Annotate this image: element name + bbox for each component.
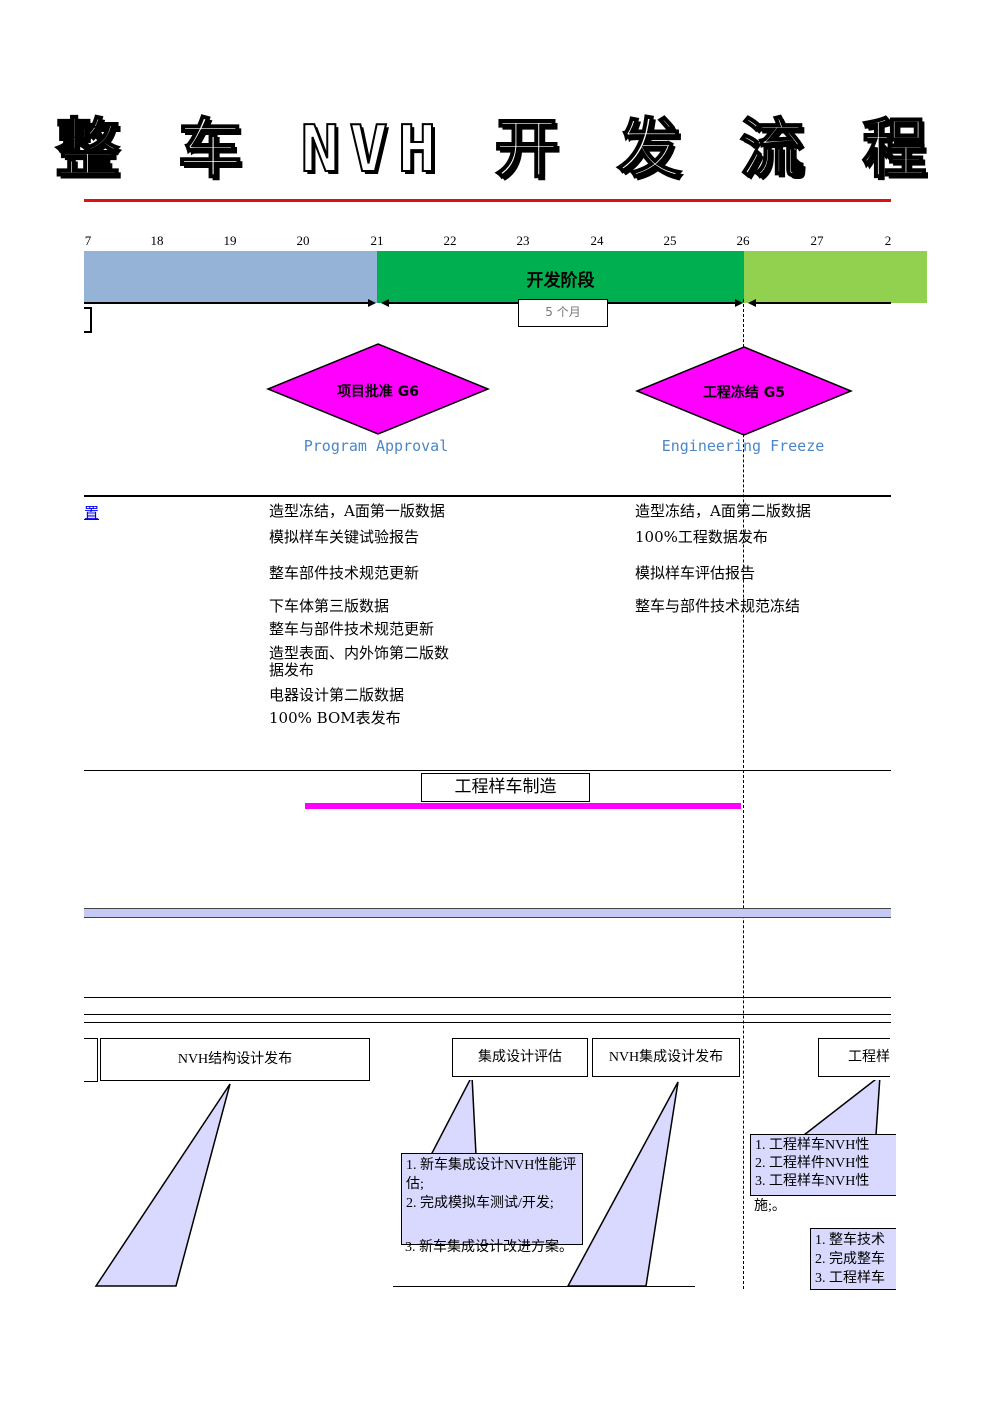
milestone-nvh-integration-release: NVH集成设计发布 (592, 1038, 740, 1077)
month-tick: 7 (84, 233, 92, 248)
callout-line: 3. 工程样车NVH性 (755, 1174, 870, 1189)
callout-prototype-eval: 1. 工程样车NVH性 2. 工程样件NVH性 3. 工程样车NVH性 (750, 1134, 896, 1196)
title-divider (84, 199, 891, 202)
gate-g6-diamond (266, 343, 490, 435)
gate-marker-line (743, 299, 744, 1289)
deliverable-link[interactable]: 置 (84, 504, 100, 522)
milestone-nvh-structure-release: NVH结构设计发布 (100, 1038, 370, 1081)
deliverable-item: 据发布 (269, 661, 315, 679)
callout-integration-eval: 1. 新车集成设计NVH性能评估; 2. 完成模拟车测试/开发; (401, 1153, 583, 1245)
duration-label: 5 个月 (518, 299, 608, 327)
callout-line: 1. 工程样车NVH性 (755, 1138, 870, 1153)
phase-bar-development (377, 251, 744, 303)
callout-overflow-text: 施;。 (754, 1199, 786, 1214)
phase-label: 开发阶段 (526, 271, 595, 291)
month-tick: 27 (810, 233, 824, 248)
month-tick: 2 (884, 233, 892, 248)
gate-g5-subtitle: Engineering Freeze (661, 437, 825, 455)
month-tick: 23 (516, 233, 530, 248)
month-tick: 19 (223, 233, 237, 248)
section-divider (84, 1014, 891, 1015)
milestone-box-cut (84, 1038, 98, 1082)
page-title: 整 车 NVH 开 发 流 程 (55, 112, 937, 188)
prototype-build-bar (305, 803, 741, 809)
bracket-marker (84, 307, 92, 333)
callout-line: 3. 工程样车 (815, 1271, 885, 1286)
deliverable-item: 造型冻结，A面第二版数据 (635, 502, 811, 520)
callout-pointers (94, 1080, 881, 1287)
section-divider (84, 997, 891, 998)
prototype-build-label: 工程样车制造 (421, 773, 590, 802)
phase-bar-previous (84, 251, 377, 303)
callout-baseline (393, 1286, 695, 1287)
gate-g5-diamond (635, 346, 853, 436)
callout-overflow-text: 3. 新车集成设计改进方案。 (405, 1240, 573, 1255)
gate-g5-label: 工程冻结 G5 (702, 385, 786, 401)
milestone-integration-eval: 集成设计评估 (452, 1038, 588, 1077)
milestone-prototype: 工程样 (818, 1038, 890, 1077)
deliverable-item: 模拟样车评估报告 (635, 564, 756, 582)
section-divider (84, 1022, 891, 1023)
callout-line: 2. 完成模拟车测试/开发; (406, 1196, 554, 1211)
month-tick: 18 (150, 233, 164, 248)
month-tick: 26 (736, 233, 750, 248)
callout-line: 1. 整车技术 (815, 1233, 885, 1248)
month-tick: 25 (663, 233, 677, 248)
phase-bar-next (744, 251, 927, 303)
phase-arrows (84, 299, 891, 307)
gate-g6-subtitle: Program Approval (303, 437, 449, 455)
deliverable-item: 整车部件技术规范更新 (269, 564, 420, 582)
month-tick: 21 (370, 233, 384, 248)
callout-line: 2. 工程样件NVH性 (755, 1156, 870, 1171)
month-tick: 24 (590, 233, 604, 248)
deliverable-item: 100% BOM表发布 (269, 709, 401, 727)
callout-vehicle-tech: 1. 整车技术 2. 完成整车 3. 工程样车 (810, 1228, 896, 1290)
deliverable-item: 100%工程数据发布 (635, 528, 768, 546)
section-band (84, 908, 891, 918)
deliverable-item: 下车体第三版数据 (269, 597, 390, 615)
gate-g6-label: 项目批准 G6 (336, 384, 420, 400)
deliverable-item: 造型冻结，A面第一版数据 (269, 502, 445, 520)
deliverable-item: 模拟样车关键试验报告 (269, 528, 420, 546)
month-tick: 22 (443, 233, 457, 248)
section-divider (84, 495, 891, 497)
callout-line: 1. 新车集成设计NVH性能评估; (406, 1158, 577, 1192)
month-tick: 20 (296, 233, 310, 248)
deliverable-item: 造型表面、内外饰第二版数 (269, 644, 450, 662)
deliverable-item: 整车与部件技术规范更新 (269, 620, 435, 638)
deliverable-item: 电器设计第二版数据 (269, 686, 405, 704)
callout-line: 2. 完成整车 (815, 1252, 885, 1267)
section-divider (84, 770, 891, 771)
deliverable-item: 整车与部件技术规范冻结 (635, 597, 801, 615)
